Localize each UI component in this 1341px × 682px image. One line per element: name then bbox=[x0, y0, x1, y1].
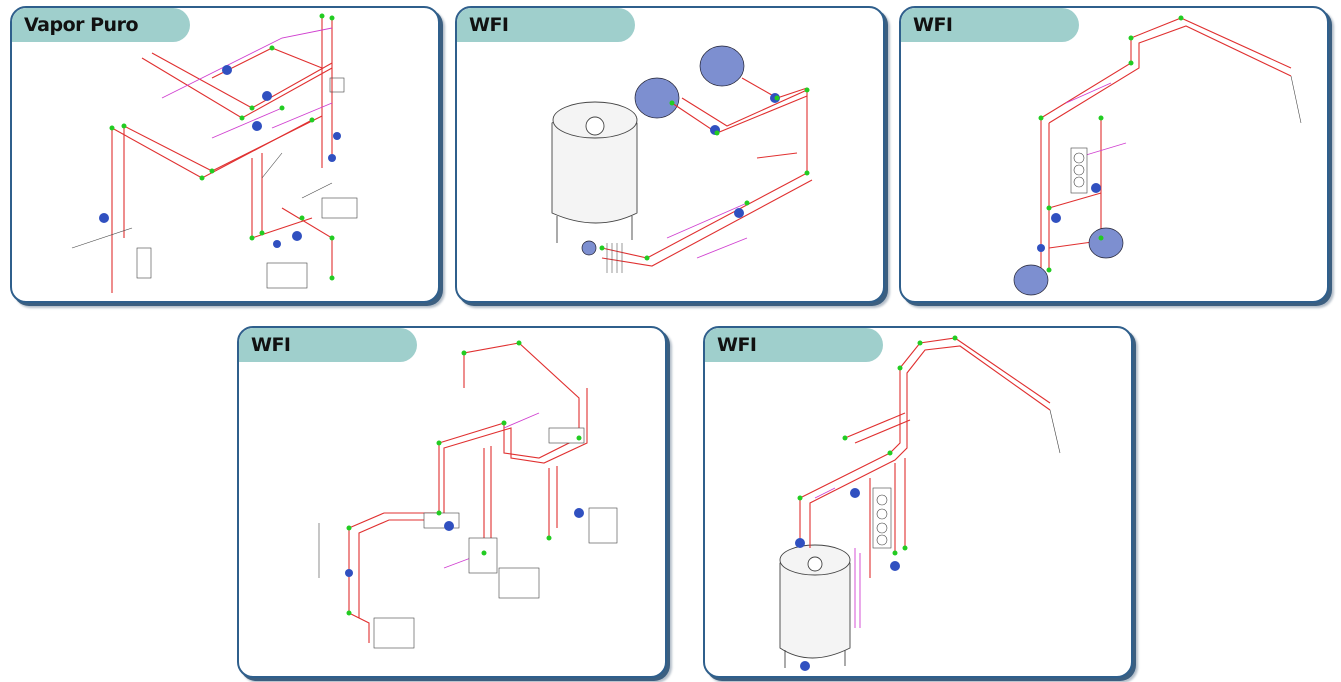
isometric-piping-drawing bbox=[551, 45, 813, 273]
panel-title: WFI bbox=[913, 14, 953, 36]
panel-title-tab: WFI bbox=[239, 328, 417, 362]
panel-wfi-4: WFI bbox=[703, 326, 1133, 678]
panel-title-tab: WFI bbox=[901, 8, 1079, 42]
panel-title: Vapor Puro bbox=[24, 14, 139, 36]
isometric-piping-drawing bbox=[318, 340, 618, 649]
panel-wfi-1: WFI bbox=[455, 6, 885, 303]
panel-wfi-3: WFI bbox=[237, 326, 667, 678]
panel-title: WFI bbox=[717, 334, 757, 356]
isometric-piping-drawing bbox=[1013, 15, 1302, 296]
panel-title: WFI bbox=[251, 334, 291, 356]
panel-title-tab: Vapor Puro bbox=[12, 8, 190, 42]
panel-title-tab: WFI bbox=[457, 8, 635, 42]
isometric-piping-drawing bbox=[779, 335, 1061, 671]
panel-wfi-2: WFI bbox=[899, 6, 1329, 303]
panel-title-tab: WFI bbox=[705, 328, 883, 362]
panel-title: WFI bbox=[469, 14, 509, 36]
isometric-piping-drawing bbox=[71, 13, 358, 293]
panel-vapor-puro: Vapor Puro bbox=[10, 6, 440, 303]
